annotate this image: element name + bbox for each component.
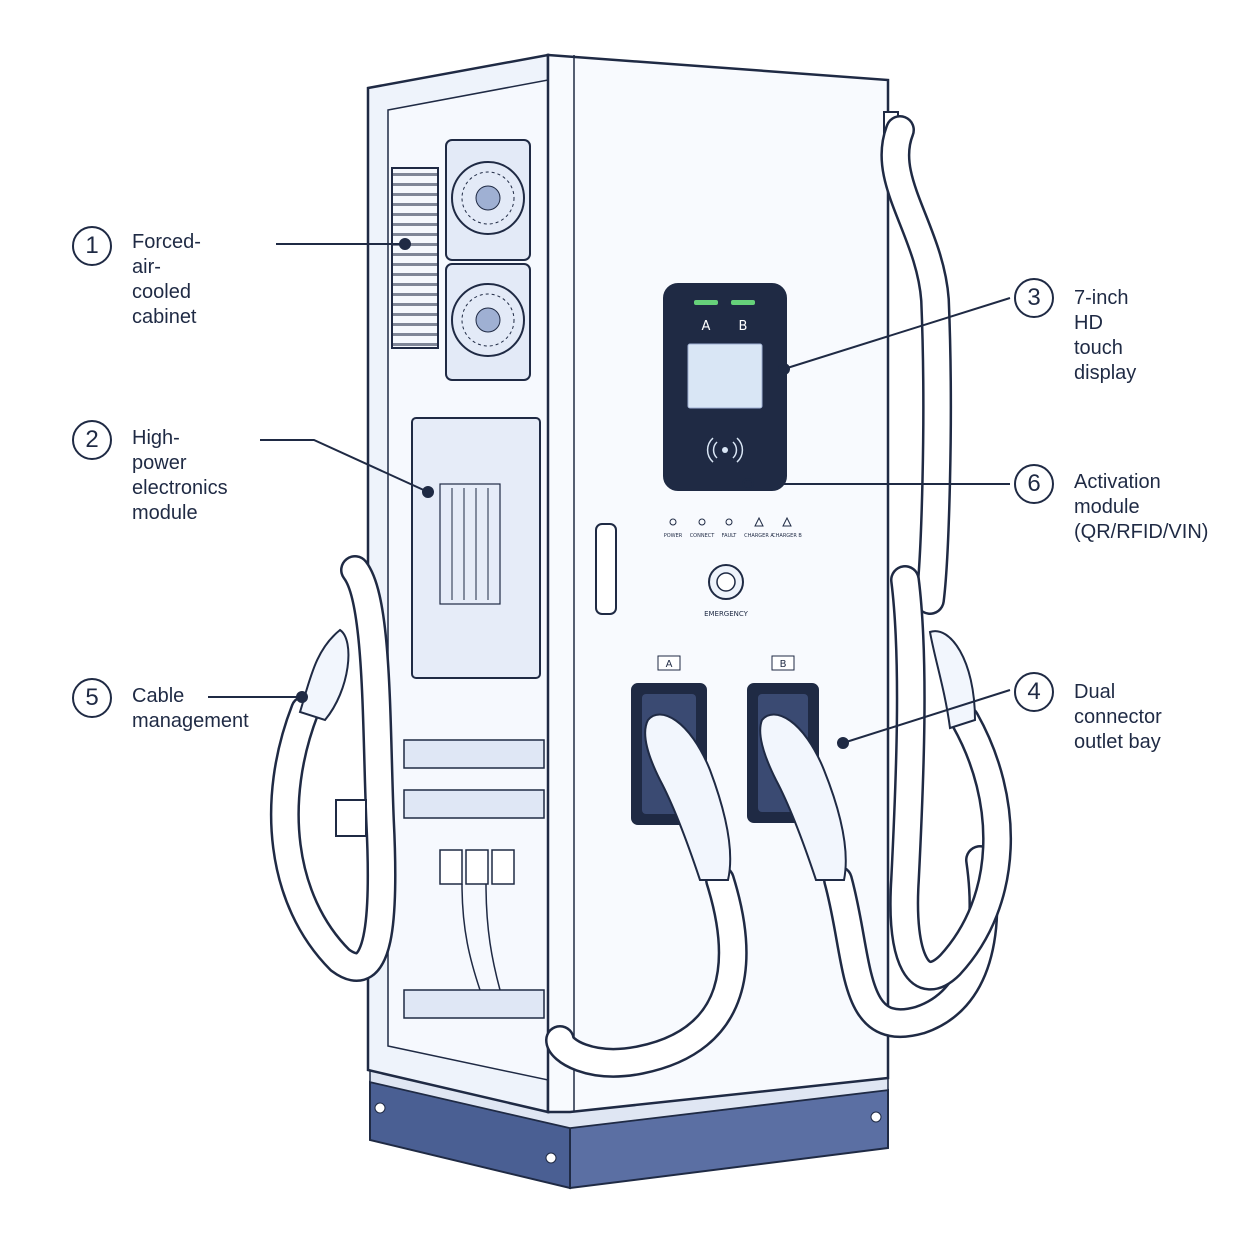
callout-6-label: Activation module (QR/RFID/VIN) [1074, 471, 1209, 543]
switchgear [403, 739, 545, 1019]
indicator-connect: CONNECT [690, 533, 716, 539]
callout-2-number: 2 [72, 420, 112, 460]
callout-4-number: 4 [1014, 672, 1054, 712]
outlet-a-label: A [666, 659, 673, 670]
leader-lines [208, 238, 1011, 749]
callout-5-label: Cable management [132, 685, 249, 732]
indicator-power: POWER [664, 533, 683, 539]
callout-4-label: Dual connector outlet bay [1074, 681, 1162, 753]
emergency-label: EMERGENCY [704, 610, 749, 618]
power-electronics-module [411, 417, 541, 679]
connector-a-cable [545, 713, 748, 1078]
callout-3-label: 7-inch HD touch display [1074, 287, 1137, 384]
indicator-charger-a: CHARGER A [744, 533, 774, 539]
outlet-b-label: B [780, 659, 787, 670]
screen-port-b-label: B [739, 319, 748, 334]
indicator-fault: FAULT [722, 533, 738, 539]
emergency-stop-button[interactable] [708, 564, 744, 600]
vent-grille [391, 167, 439, 349]
callout-6-number: 6 [1014, 464, 1054, 504]
right-holster-cable [880, 115, 1013, 991]
cooling-fan-top [445, 139, 531, 261]
door-handle [595, 523, 617, 615]
indicator-charger-b: CHARGER B [772, 533, 802, 539]
touch-screen-panel: A B [663, 283, 787, 491]
screen-port-a-label: A [702, 319, 711, 334]
callout-5-number: 5 [72, 678, 112, 718]
callout-2-label: High-power electronics module [132, 427, 228, 524]
callout-1-number: 1 [72, 226, 112, 266]
cabinet-side-cutaway [366, 53, 550, 1114]
callout-1-label: Forced-air- cooled cabinet [132, 231, 201, 328]
left-holster-cable [269, 555, 397, 982]
rfid-icon [706, 437, 744, 463]
status-indicators: POWER CONNECT FAULT CHARGER A CHARGER B [664, 516, 802, 539]
cooling-fan-bottom [445, 263, 531, 381]
display-screen[interactable] [687, 343, 763, 409]
callout-3-number: 3 [1014, 278, 1054, 318]
